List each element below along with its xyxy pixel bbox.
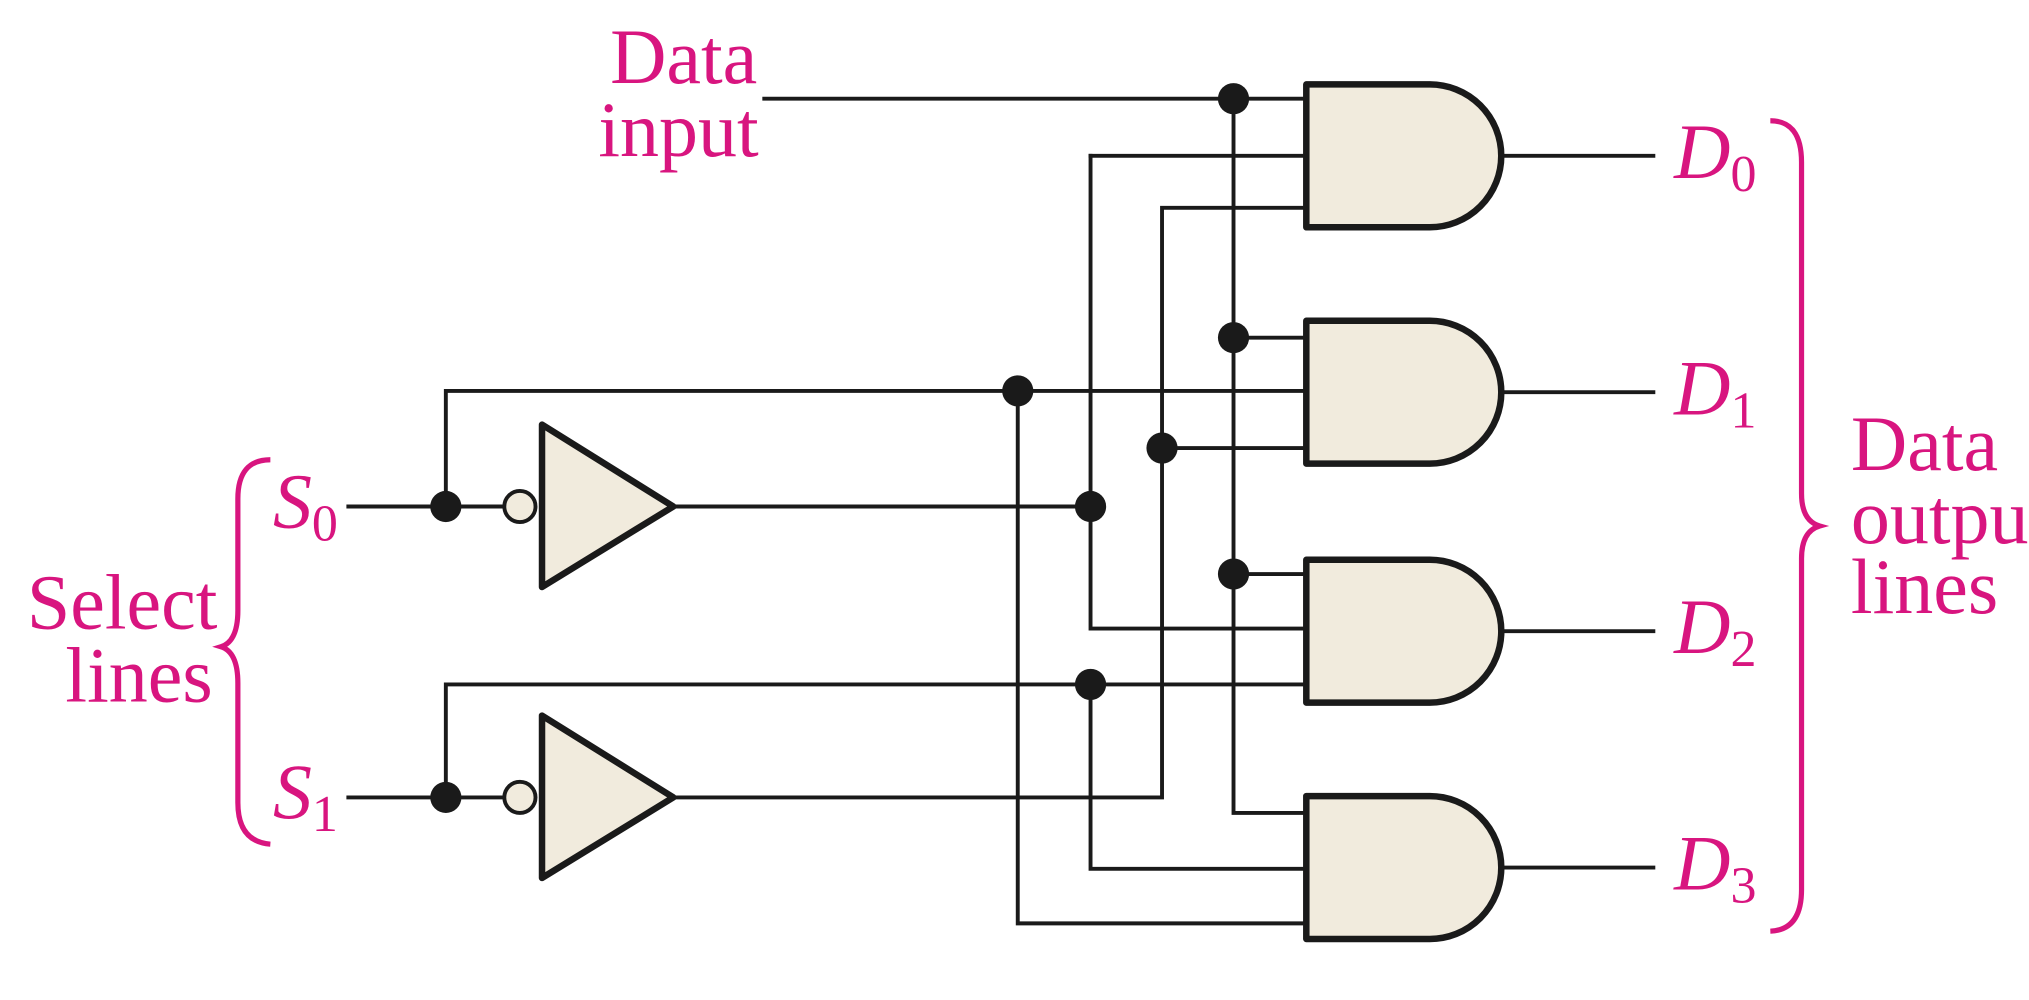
select-lines-label-line2: lines — [65, 632, 212, 718]
select-lines-brace — [212, 457, 271, 847]
and-gate-0 — [1303, 81, 1505, 231]
junction-s0-split — [430, 490, 462, 523]
data-output-label-line3: lines — [1851, 544, 1998, 630]
junctions — [430, 83, 1250, 813]
output-d2: D2 — [1673, 584, 1756, 678]
output-d0: D0 — [1673, 109, 1756, 203]
select-input-s1: S1 — [273, 749, 338, 843]
junction-s1-true — [1074, 668, 1107, 700]
data-input-label-line1: Data — [610, 14, 757, 100]
wire-s1-true-drop — [1088, 682, 1309, 871]
wire-s1-not — [671, 205, 1309, 800]
junction-data-g2 — [1217, 558, 1250, 590]
select-input-s0: S0 — [273, 458, 338, 552]
select-lines-label-line1: Select — [27, 560, 218, 646]
junction-s0-true — [1002, 375, 1034, 407]
data-output-label-line1: Data — [1851, 401, 1998, 487]
data-output-label-line2: output — [1851, 474, 2029, 560]
labels: Data input Select lines Data output line… — [27, 14, 2029, 914]
inverter-s1 — [538, 712, 677, 882]
wires — [346, 96, 1656, 926]
data-input-label-line2: input — [598, 87, 759, 173]
junction-data — [1217, 83, 1250, 115]
junction-s1-split — [430, 781, 462, 813]
and-gate-3 — [1303, 792, 1505, 943]
data-output-brace — [1770, 118, 1830, 934]
junction-s1-not — [1146, 432, 1178, 464]
wire-s1-true — [443, 682, 1309, 800]
wire-s0-not-bus — [1088, 153, 1309, 631]
inverter-s0 — [538, 421, 677, 591]
and-gate-1 — [1303, 317, 1505, 467]
and-gates — [1303, 81, 1505, 943]
junction-data-g1 — [1217, 322, 1250, 354]
output-d3: D3 — [1673, 821, 1756, 915]
output-d1: D1 — [1673, 345, 1756, 439]
and-gate-2 — [1303, 556, 1505, 706]
inverters — [502, 421, 677, 882]
braces — [212, 118, 1830, 934]
inverter-s0-bubble — [502, 488, 538, 525]
wire-s0-true-drop — [1015, 388, 1309, 926]
junction-s0-not — [1074, 490, 1107, 523]
inverter-s1-bubble — [502, 779, 538, 815]
